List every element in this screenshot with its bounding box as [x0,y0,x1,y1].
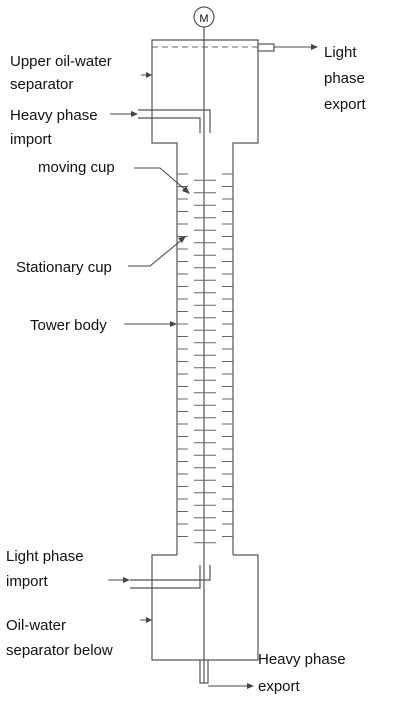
label-heavy-phase-export: Heavy phase export [258,651,350,695]
arrow-heavy-phase-import-head-icon [131,111,138,117]
lower-separator-vessel [151,554,259,661]
arrow-light-phase-export-head-icon [311,44,318,50]
label-lower-separator: Oil-water separator below [6,617,113,659]
leader-arrows [108,44,318,689]
arrow-upper-separator-head-icon [146,72,152,78]
heavy-phase-import-pipe [138,109,211,133]
motor-symbol: M [199,13,208,25]
upper-separator-vessel [151,39,259,555]
arrow-light-phase-import-head-icon [123,577,130,583]
label-light-phase-import: Light phase import [6,548,88,590]
label-light-phase-export: Light phase export [324,44,369,113]
cup-stack [177,173,233,544]
motor: M [193,6,215,28]
heavy-phase-export-nozzle [199,660,209,684]
arrow-tower-body-head-icon [170,321,177,327]
light-phase-import-pipe [130,565,211,589]
arrow-moving-cup-head-icon [182,186,190,194]
label-upper-separator: Upper oil-water separator [10,53,116,93]
label-stationary-cup: Stationary cup [16,259,112,276]
arrow-heavy-phase-export-head-icon [247,683,254,689]
label-moving-cup: moving cup [38,159,115,176]
arrow-moving-cup [134,167,189,193]
label-tower-body: Tower body [30,317,107,334]
arrow-stationary-cup [128,237,185,267]
arrow-stationary-cup-head-icon [178,236,186,243]
label-heavy-phase-import: Heavy phase import [10,107,102,148]
light-phase-export-nozzle [257,43,275,52]
arrow-lower-separator-head-icon [146,617,152,623]
